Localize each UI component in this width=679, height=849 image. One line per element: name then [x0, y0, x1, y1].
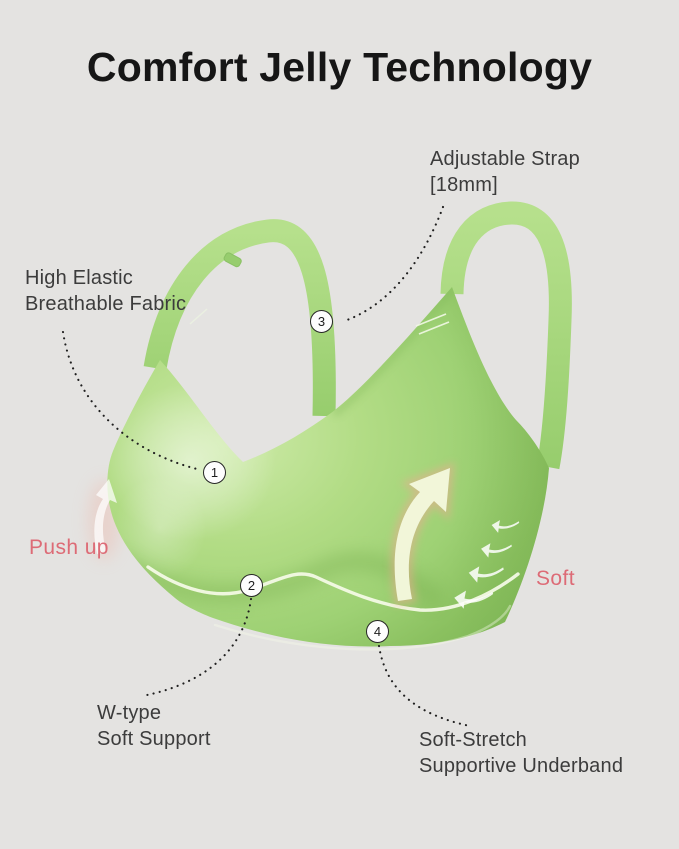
- strap-adjuster-icon: [223, 252, 242, 268]
- marker-1: 1: [203, 461, 226, 484]
- marker-number: 1: [210, 465, 219, 480]
- push-up-label: Push up: [29, 536, 109, 559]
- callout-line: Supportive Underband: [419, 755, 624, 777]
- callout-line: Soft Support: [97, 728, 211, 750]
- marker-2: 2: [240, 574, 263, 597]
- callout-line: High Elastic: [25, 267, 133, 289]
- strap-seam-lines: [415, 313, 450, 335]
- push-up-arrow-icon: [94, 479, 117, 554]
- callout-line: Adjustable Strap: [430, 148, 580, 170]
- marker-number: 4: [373, 624, 382, 639]
- callout-underband-label: Soft-Stretch Supportive Underband: [419, 727, 623, 779]
- leader-line-4: [377, 644, 472, 728]
- callout-w-type-label: W-type Soft Support: [97, 700, 211, 752]
- marker-3: 3: [310, 310, 333, 333]
- bra-strap-right: [440, 201, 572, 470]
- leader-line-3: [345, 205, 445, 322]
- soft-label: Soft: [536, 567, 575, 590]
- marker-4: 4: [366, 620, 389, 643]
- lift-arrow-icon: [394, 468, 450, 601]
- callout-line: Soft-Stretch: [419, 729, 527, 751]
- w-support-line: [146, 565, 520, 612]
- callout-line: W-type: [97, 702, 162, 724]
- page-title: Comfort Jelly Technology: [86, 44, 593, 90]
- callout-adjustable-strap-label: Adjustable Strap [18mm]: [430, 146, 580, 198]
- leader-line-1: [61, 330, 199, 471]
- underband-highlight-line: [213, 604, 512, 651]
- marker-number: 3: [317, 314, 326, 329]
- callout-line: Breathable Fabric: [25, 293, 187, 315]
- marker-number: 2: [247, 578, 256, 593]
- callout-line: [18mm]: [430, 174, 498, 196]
- callout-high-elastic-label: High Elastic Breathable Fabric: [25, 265, 186, 317]
- strap-slider-seam: [189, 308, 208, 325]
